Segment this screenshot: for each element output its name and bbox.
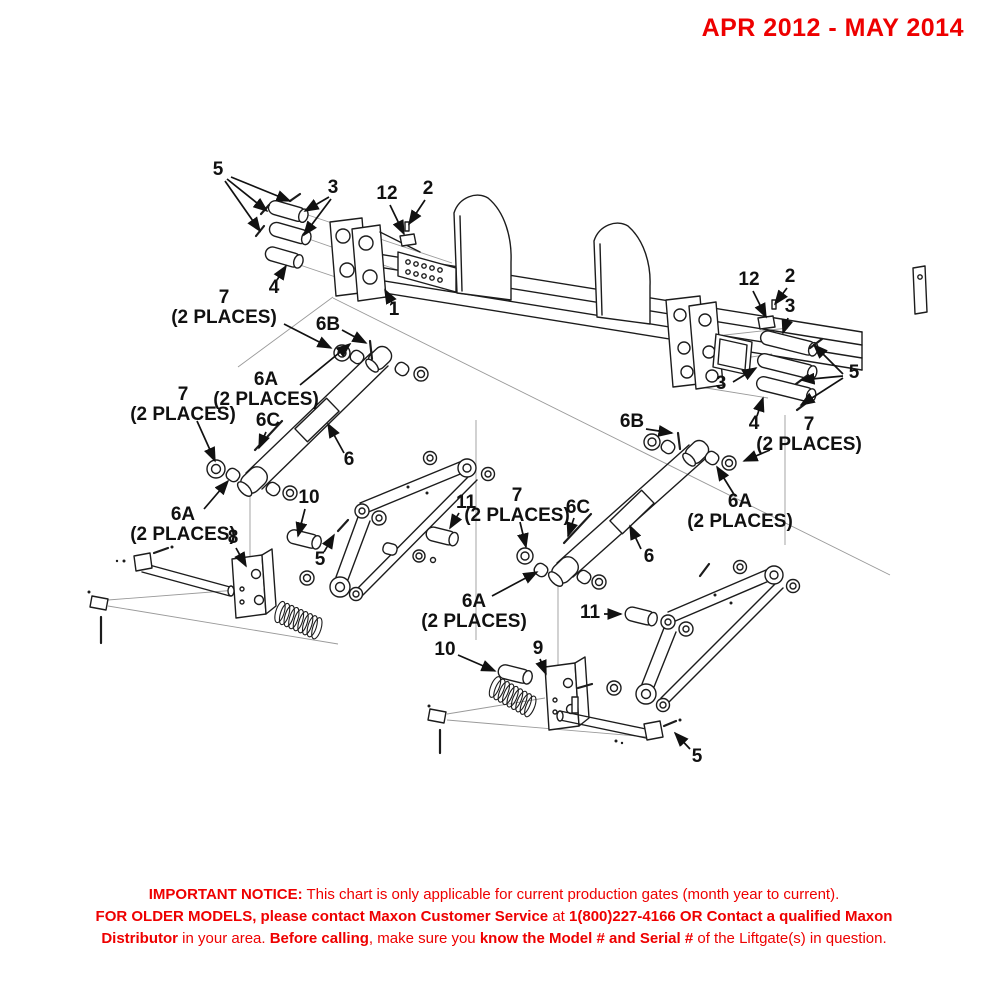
- pin-10-right: [497, 664, 533, 685]
- main-beam: [329, 194, 928, 390]
- callout-7-mid-left: 7(2 PLACES): [130, 384, 236, 425]
- pin-6b-right: [676, 431, 682, 451]
- callout-6-left: 6: [343, 449, 355, 470]
- left-spring-bracket-assembly: [87, 545, 327, 645]
- callout-6c-right: 6C: [565, 497, 591, 518]
- spring-right: [484, 674, 541, 719]
- callout-6b-left: 6B: [315, 314, 341, 335]
- callout-5-mid-left: 5: [314, 549, 326, 570]
- callout-2-right: 2: [784, 266, 796, 287]
- callout-11-left: 11: [455, 492, 477, 513]
- callout-12-right: 12: [738, 269, 760, 290]
- clamp-right: [757, 315, 776, 330]
- callout-arrows: [196, 176, 844, 750]
- callout-8: 8: [227, 527, 239, 548]
- callout-2-left: 2: [422, 178, 434, 199]
- callout-7-right: 7(2 PLACES): [756, 414, 862, 455]
- notice-line-3: Distributor in your area. Before calling…: [101, 930, 887, 947]
- notice-line-1: IMPORTANT NOTICE: This chart is only app…: [148, 886, 840, 903]
- callout-5-right: 5: [848, 362, 860, 383]
- notice-line-2: FOR OLDER MODELS, please contact Maxon C…: [95, 908, 893, 925]
- callout-5-bottom: 5: [691, 746, 703, 767]
- callout-4-right: 4: [748, 413, 760, 434]
- callout-10-left: 10: [298, 487, 320, 508]
- callout-6a-right: 6A(2 PLACES): [687, 491, 793, 532]
- bolt-right: [771, 299, 777, 310]
- callout-3-right-upper: 3: [784, 296, 796, 317]
- callout-6b-right: 6B: [619, 411, 645, 432]
- clamp-left: [399, 233, 417, 247]
- clevis-left: [89, 595, 109, 611]
- date-range-title: APR 2012 - MAY 2014: [701, 14, 964, 42]
- pin-6b-left: [368, 339, 374, 361]
- callout-6a-upper-left: 6A(2 PLACES): [213, 369, 319, 410]
- callout-12-left: 12: [376, 183, 398, 204]
- callout-11-right: 11: [579, 602, 601, 623]
- callout-6-right: 6: [643, 546, 655, 567]
- callout-7-center: 7(2 PLACES): [464, 485, 570, 526]
- callout-6a-lower-left: 6A(2 PLACES): [130, 504, 236, 545]
- pin-11-left: [425, 526, 459, 547]
- pin-10-left: [286, 529, 322, 550]
- right-spring-bracket-assembly: [427, 656, 682, 755]
- callout-7-upper-left: 7(2 PLACES): [171, 287, 277, 328]
- left-tie-rod: [206, 339, 429, 501]
- callout-6a-bottom: 6A(2 PLACES): [421, 591, 527, 632]
- bolt-left: [404, 221, 410, 232]
- right-lift-arm: [606, 559, 801, 713]
- important-notice: IMPORTANT NOTICE: This chart is only app…: [10, 884, 978, 950]
- callout-1: 1: [388, 299, 400, 320]
- callout-6c-left: 6C: [255, 410, 281, 431]
- callout-3-right-lower: 3: [715, 373, 727, 394]
- left-lift-arm: [299, 450, 496, 602]
- callout-10-right: 10: [434, 639, 456, 660]
- callout-3-topleft: 3: [327, 177, 339, 198]
- clevis-right: [427, 708, 447, 724]
- pin-11-right: [624, 606, 658, 627]
- callout-4-left: 4: [268, 277, 280, 298]
- callout-9: 9: [532, 638, 544, 659]
- callout-5-topleft: 5: [212, 159, 224, 180]
- bracket-8: [231, 554, 267, 619]
